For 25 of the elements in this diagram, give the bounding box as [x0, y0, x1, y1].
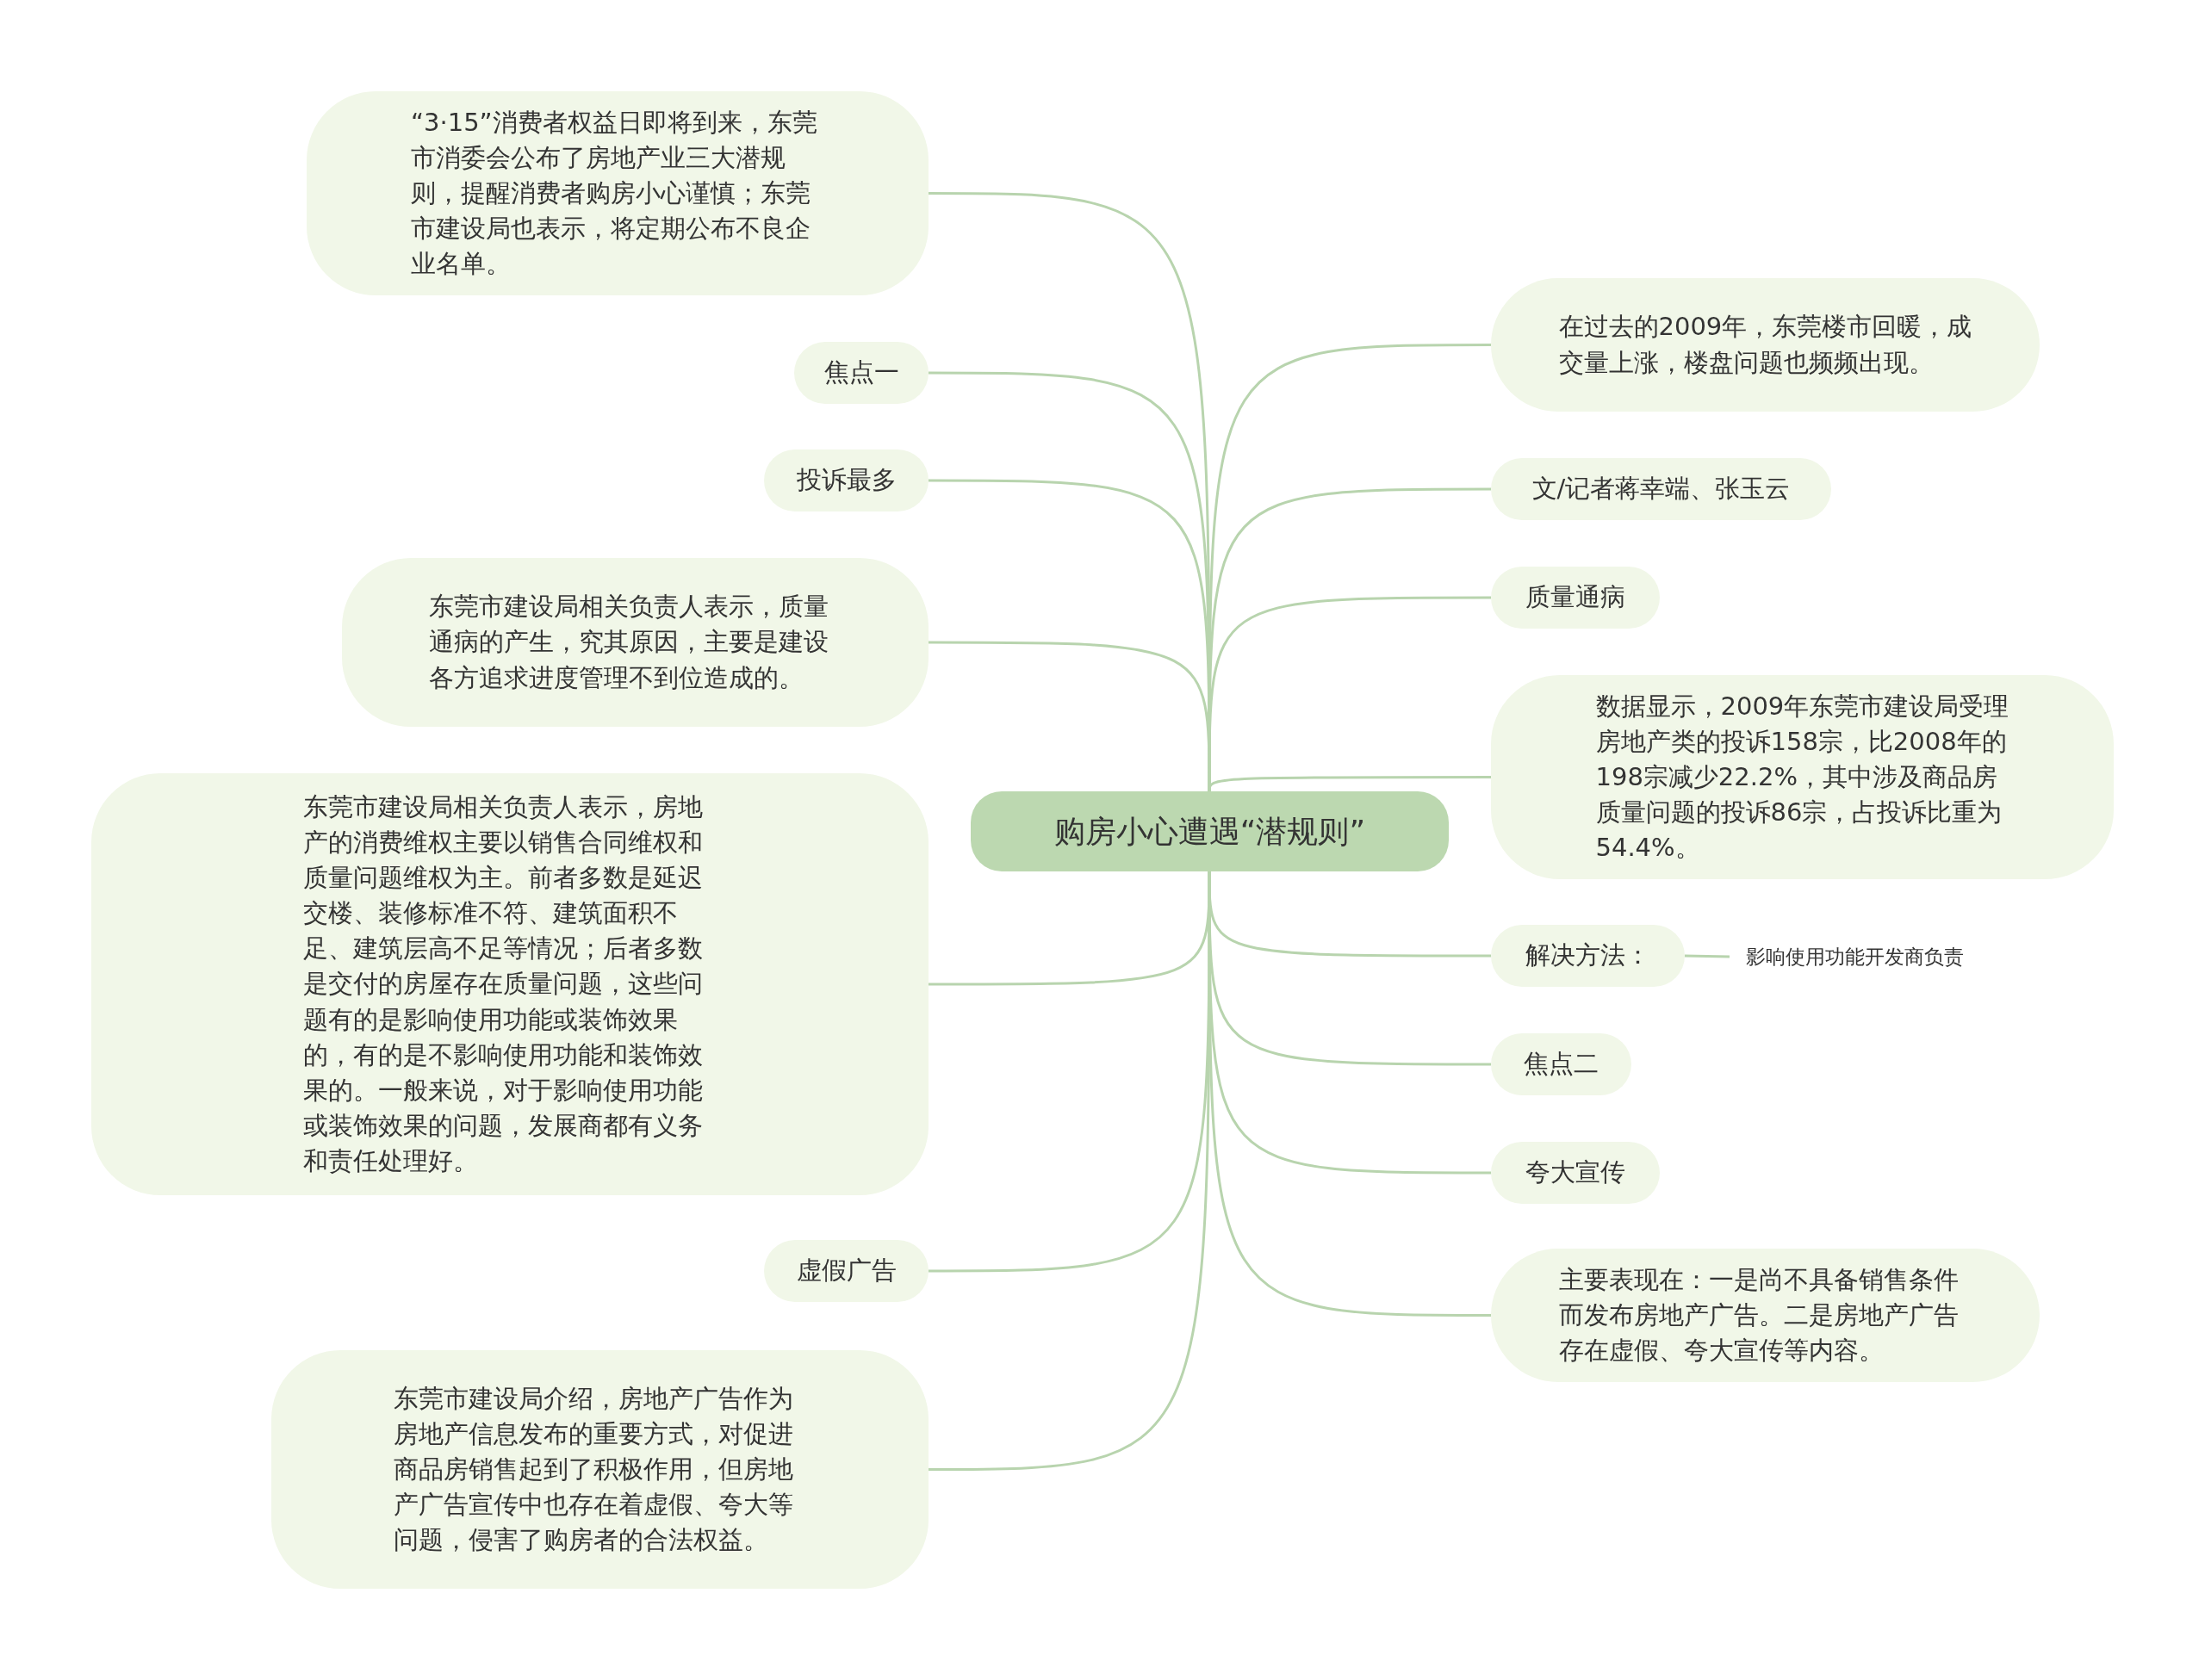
topic-text: 焦点一: [823, 356, 899, 389]
topic-text: 主要表现在：一是尚不具备销售条件而发布房地产广告。二是房地产广告存在虚假、夸大宣传等内容。: [1558, 1263, 1960, 1367]
topic-bubble: [91, 773, 929, 1195]
topic-bubble: [1491, 675, 2114, 879]
topic-bubble: [307, 91, 929, 295]
topic-text: “3·15”消费者权益日即将到来，东莞市消委会公布了房地产业三大潜规则，提醒消费者购房小心谨慎；东莞市建设局也表示，将定期公布不良企业名单。: [411, 106, 818, 281]
topic-text: 焦点二: [1524, 1048, 1599, 1081]
topic-text: 影响使用功能开发商负责: [1745, 944, 1964, 970]
topic-bubble: [271, 1350, 929, 1589]
topic-text: 东莞市建设局相关负责人表示，质量通病的产生，究其原因，主要是建设各方追求进度管理不到位造成的。: [428, 591, 829, 694]
topic-text: 东莞市建设局介绍，房地产广告作为房地产信息发布的重要方式，对促进商品房销售起到了积极作用，但房地产广告宣传中也存在着虚假、夸大等问题，侵害了购房者的合法权益。: [393, 1382, 794, 1557]
topic-text: 解决方法：: [1525, 939, 1650, 972]
topic-text: 投诉最多: [796, 464, 897, 497]
connector-line: [929, 641, 1211, 791]
topic-text: 夸大宣传: [1525, 1156, 1625, 1189]
central-topic: [971, 791, 1449, 871]
connector-line: [1684, 954, 1730, 958]
topic-text: 在过去的2009年，东莞楼市回暖，成交量上涨，楼盘问题也频频出现。: [1558, 311, 1972, 379]
connector-line: [1208, 776, 1491, 792]
topic-text: 文/记者蒋幸端、张玉云: [1531, 473, 1791, 505]
topic-text: 购房小心遭遇“潜规则”: [1053, 812, 1366, 851]
topic-text: 虚假广告: [796, 1255, 897, 1287]
topic-text: 东莞市建设局相关负责人表示，房地产的消费维权主要以销售合同维权和质量问题维权为主。前者多数是延迟交楼、装修标准不符、建筑面积不足、建筑层高不足等情况；后者多数是交付的房屋存在质量问题，这些问题有的是影响使用功能或装饰效果的，有的是不影响使用功能和装饰效果的。一般来说，对于影响使用功能或装饰效果的问题，发展商都有义务和责任处理好。: [303, 790, 704, 1178]
topic-text: 质量通病: [1525, 581, 1625, 614]
topic-text: 数据显示，2009年东莞市建设局受理房地产类的投诉158宗，比2008年的198宗减少22.2%，其中涉及商品房质量问题的投诉86宗，占投诉比重为54.4%。: [1595, 690, 2009, 865]
